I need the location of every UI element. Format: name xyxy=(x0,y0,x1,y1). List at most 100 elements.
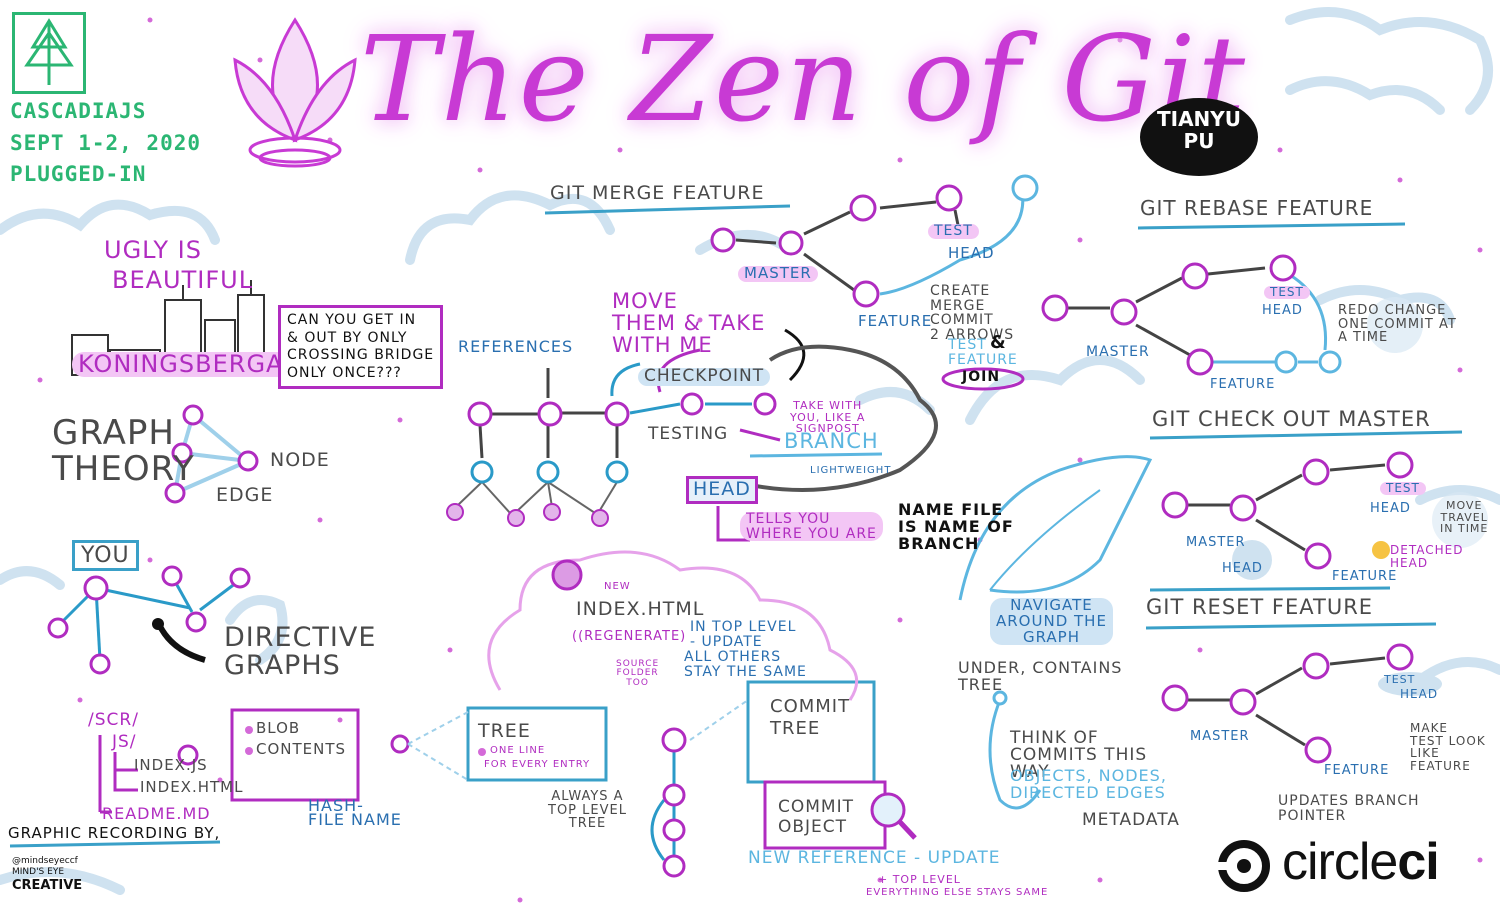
node-label: NODE xyxy=(270,449,330,471)
reset-head-label: HEAD xyxy=(1400,687,1439,701)
beautiful-label: BEAUTIFUL xyxy=(112,266,254,294)
objects-nodes-note: OBJECTS, NODES, DIRECTED EDGES xyxy=(1010,766,1167,802)
reset-test-label: TEST xyxy=(1384,673,1416,686)
speaker-bubble xyxy=(1140,98,1258,176)
blob-label: BLOB xyxy=(256,719,301,737)
graph-label: GRAPH xyxy=(52,413,175,453)
ampersand-label: & xyxy=(990,332,1007,353)
file-index-html: INDEX.HTML xyxy=(140,778,244,796)
take-with-you-note: TAKE WITH YOU, LIKE A SIGNPOST xyxy=(790,399,866,436)
file-index-js: INDEX.JS xyxy=(134,756,208,774)
top-level-label: + TOP LEVEL xyxy=(878,873,961,886)
tells-you-note: TELLS YOU WHERE YOU ARE xyxy=(740,512,883,542)
studio-name-line1: MIND'S EYE xyxy=(12,866,65,877)
commit-object-label: COMMIT OBJECT xyxy=(778,797,854,837)
circleci-suffix: ci xyxy=(1397,833,1439,891)
updates-branch-note: UPDATES BRANCH POINTER xyxy=(1278,793,1420,824)
commit-tree-label: COMMIT TREE xyxy=(770,696,851,739)
git-checkout-title: GIT CHECK OUT MASTER xyxy=(1152,407,1431,431)
edge-label: EDGE xyxy=(216,484,274,506)
graphic-recording-label: GRAPHIC RECORDING BY, xyxy=(8,824,221,842)
test-feature-note: TEST FEATURE xyxy=(948,337,1018,368)
merge-head-label: HEAD xyxy=(948,244,995,262)
branch-label: BRANCH xyxy=(784,429,879,453)
file-readme: README.MD xyxy=(102,804,211,823)
merge-master-label: MASTER xyxy=(738,265,818,282)
circleci-prefix: circle xyxy=(1282,833,1398,891)
studio-credit: @mindseyeccf MIND'S EYE CREATIVE xyxy=(12,856,82,893)
everything-else-label: EVERYTHING ELSE STAYS SAME xyxy=(866,887,1049,898)
git-reset-title: GIT RESET FEATURE xyxy=(1146,595,1374,619)
merge-feature-label: FEATURE xyxy=(858,312,933,330)
checkout-master-label: MASTER xyxy=(1186,535,1246,550)
theory-label: THEORY xyxy=(52,449,195,489)
checkout-head2-label: HEAD xyxy=(1370,501,1411,516)
redo-change-note: REDO CHANGE ONE COMMIT AT A TIME xyxy=(1338,303,1457,346)
file-scr: /SCR/ xyxy=(88,710,139,730)
merge-test-label: TEST xyxy=(928,224,979,239)
speaker-name: TIANYU PU xyxy=(1156,107,1242,153)
git-rebase-title: GIT REBASE FEATURE xyxy=(1140,196,1374,220)
one-line-label: ONE LINE xyxy=(490,745,546,756)
reset-feature-label: FEATURE xyxy=(1324,763,1390,778)
regenerate-label: ((REGENERATE) xyxy=(572,629,687,644)
bridge-question-box: CAN YOU GET IN & OUT BY ONLY CROSSING BR… xyxy=(278,305,444,389)
name-file-note: NAME FILE IS NAME OF BRANCH xyxy=(898,500,1014,553)
move-them-note: MOVE THEM & TAKE WITH ME xyxy=(612,289,766,358)
circleci-logo-icon xyxy=(1218,840,1270,892)
always-top-level: ALWAYS A TOP LEVEL TREE xyxy=(548,789,627,832)
koningsberga-label: KONINGSBERGA xyxy=(72,351,290,378)
lightweight-label: LIGHTWEIGHT xyxy=(810,465,892,476)
join-label: JOIN xyxy=(962,369,1001,385)
source-folder-note: SOURCE FOLDER TOO xyxy=(616,659,660,688)
you-box: YOU xyxy=(72,540,139,572)
every-entry-label: FOR EVERY ENTRY xyxy=(484,759,591,770)
under-contains-note: UNDER, CONTAINS TREE xyxy=(958,658,1123,694)
studio-name-line2: CREATIVE xyxy=(12,877,83,893)
directive-label: DIRECTIVE xyxy=(224,622,377,653)
create-merge-note: CREATE MERGE COMMIT 2 ARROWS xyxy=(930,283,1015,344)
ugly-is-label: UGLY IS xyxy=(104,236,202,264)
contents-label: CONTENTS xyxy=(256,740,347,758)
circleci-wordmark: circleci xyxy=(1282,832,1440,892)
head-box: HEAD xyxy=(686,476,758,504)
navigate-note: NAVIGATE AROUND THE GRAPH xyxy=(990,597,1113,646)
new-reference-label: NEW REFERENCE - UPDATE xyxy=(748,848,1001,868)
testing-label: TESTING xyxy=(648,424,729,444)
lotus-icon xyxy=(233,17,357,168)
make-test-note: MAKE TEST LOOK LIKE FEATURE xyxy=(1410,721,1486,773)
all-others-note: ALL OTHERS STAY THE SAME xyxy=(684,649,807,680)
checkout-test-label: TEST xyxy=(1380,482,1426,495)
reset-master-label: MASTER xyxy=(1190,729,1250,744)
metadata-label: METADATA xyxy=(1082,810,1180,830)
rebase-master-label: MASTER xyxy=(1086,344,1150,360)
conference-mode: PLUGGED-IN xyxy=(10,162,147,186)
page-title: The Zen of Git xyxy=(360,10,1248,148)
rebase-feature-label: FEATURE xyxy=(1210,377,1276,392)
file-name-label: FILE NAME xyxy=(308,810,402,829)
index-html-label: INDEX.HTML xyxy=(576,598,705,620)
hash-label: HASH- xyxy=(308,796,364,815)
confetti-dots xyxy=(37,17,1483,903)
think-commits-note: THINK OF COMMITS THIS WAY xyxy=(1010,728,1148,782)
conference-dates: SEPT 1-2, 2020 xyxy=(10,131,202,155)
references-label: REFERENCES xyxy=(458,337,574,356)
conference-name: CASCADIAJS xyxy=(10,99,147,123)
in-top-level-note: IN TOP LEVEL - UPDATE xyxy=(690,619,797,650)
studio-handle: @mindseyeccf xyxy=(12,856,78,866)
tree-label: TREE xyxy=(478,720,531,742)
detached-head-note: DETACHED HEAD xyxy=(1390,543,1464,570)
checkout-feature-label: FEATURE xyxy=(1332,569,1398,584)
tree-logo-icon xyxy=(12,12,86,94)
rebase-head-label: HEAD xyxy=(1262,303,1303,318)
move-travel-note: MOVE TRAVEL IN TIME xyxy=(1440,499,1489,536)
checkpoint-label: CHECKPOINT xyxy=(638,367,771,386)
checkout-head-label: HEAD xyxy=(1222,561,1263,576)
git-merge-title: GIT MERGE FEATURE xyxy=(550,182,765,204)
new-label: NEW xyxy=(604,581,631,592)
rebase-test-label: TEST xyxy=(1264,286,1310,299)
graphs-label: GRAPHS xyxy=(224,650,341,681)
file-js: JS/ xyxy=(112,732,137,752)
